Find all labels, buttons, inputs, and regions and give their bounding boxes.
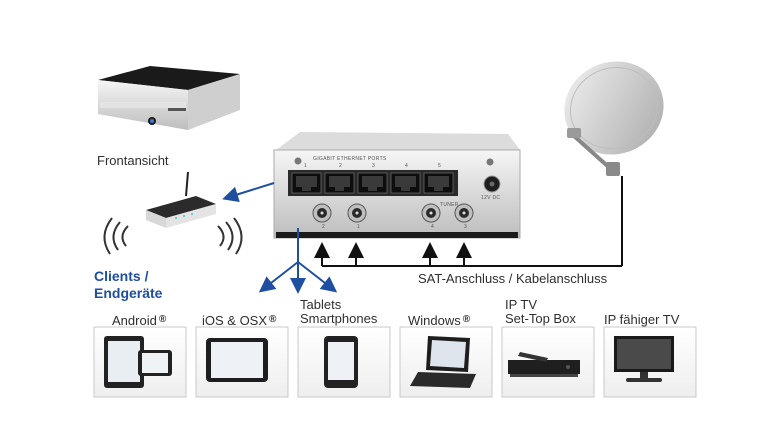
tuner-connectors (312, 203, 474, 223)
arrow-to-router (222, 182, 275, 203)
port-number: 5 (438, 163, 442, 169)
registered-mark: ® (269, 314, 277, 325)
smartphone-icon (324, 336, 358, 388)
android-tablet-phone-icon (104, 336, 172, 388)
tuner-connector (454, 203, 474, 223)
ethernet-port (390, 172, 421, 194)
set-top-box-icon (508, 352, 580, 377)
ethernet-port (324, 172, 355, 194)
mini-pc-front-view (98, 66, 240, 130)
wifi-router (146, 171, 216, 228)
client-label-tv: IP fähiger TV (604, 312, 680, 327)
ios-tablet-icon (206, 338, 268, 382)
power-caption: 12V DC (481, 195, 501, 201)
tv-icon (614, 336, 674, 382)
sat-cable-label: SAT-Anschluss / Kabelanschluss (418, 271, 608, 286)
client-label-windows: Windows® (408, 313, 471, 328)
client-label-android: Android® (112, 313, 167, 328)
sat-cable-lines (314, 176, 623, 267)
client-boxes (93, 326, 697, 398)
registered-mark: ® (158, 314, 167, 325)
tuner-connector (347, 203, 367, 223)
client-label-ios: iOS & OSX® (202, 313, 277, 328)
tuner-connector (312, 203, 332, 223)
ethernet-port (357, 172, 388, 194)
port-number: 1 (304, 163, 308, 169)
front-view-label: Frontansicht (97, 153, 169, 168)
arrows-to-clients (258, 228, 338, 294)
tuner-caption: TUNER (440, 202, 459, 208)
port-number: 2 (339, 163, 343, 169)
ports-caption: GIGABIT ETHERNET PORTS (313, 156, 387, 162)
tv-server-device (273, 132, 521, 239)
tuner-number: 4 (431, 224, 435, 230)
satellite-dish (564, 61, 664, 176)
port-number: 3 (372, 163, 376, 169)
clients-heading: Clients / Endgeräte (94, 268, 162, 302)
registered-mark: ® (462, 314, 471, 325)
port-number: 4 (405, 163, 409, 169)
windows-laptop-icon (410, 336, 476, 388)
ethernet-port (291, 172, 322, 194)
ethernet-ports (288, 170, 458, 196)
clients-heading-line2: Endgeräte (94, 285, 163, 301)
tuner-number: 2 (322, 224, 326, 230)
tuner-number: 1 (357, 224, 361, 230)
clients-heading-line1: Clients / (94, 268, 149, 284)
ethernet-port (423, 172, 454, 194)
tuner-number: 3 (464, 224, 468, 230)
wifi-waves-icon (103, 217, 243, 255)
tuner-connector (421, 203, 441, 223)
